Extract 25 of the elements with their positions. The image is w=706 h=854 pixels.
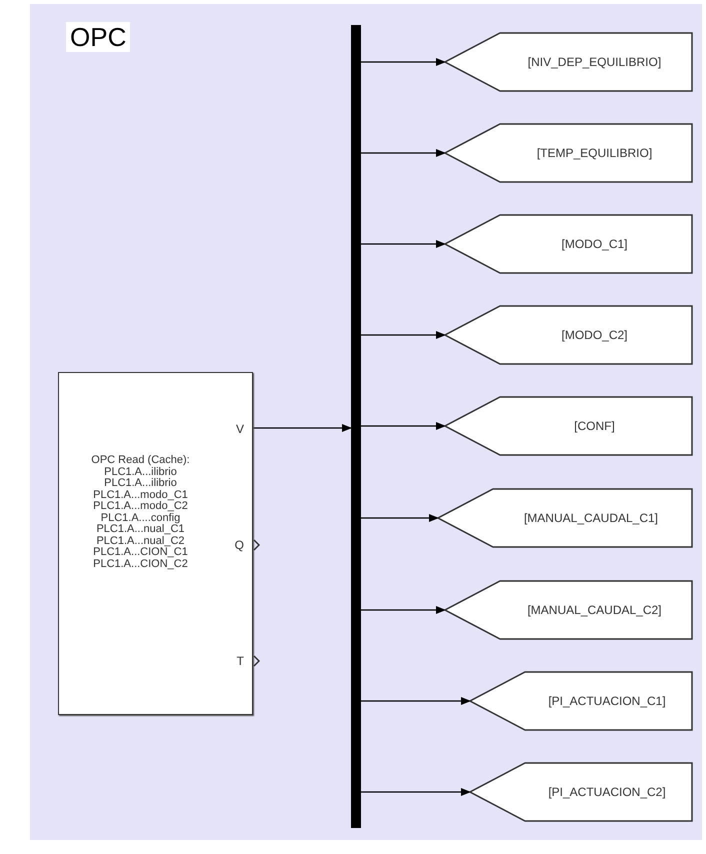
port-label: T [236, 654, 244, 668]
signal-arrow [361, 514, 439, 522]
goto-tag-label: [MANUAL_CAUDAL_C1] [522, 511, 660, 525]
signal-arrow [361, 697, 471, 705]
goto-tag-label: [TEMP_EQUILIBRIO] [536, 146, 654, 160]
diagram-title: OPC [66, 22, 130, 52]
signal-arrow [361, 606, 446, 614]
signal-arrow [361, 149, 446, 157]
goto-tag-label: [MANUAL_CAUDAL_C2] [526, 603, 663, 617]
signal-arrow [253, 424, 352, 432]
port-label: V [236, 422, 244, 436]
goto-tag-label: [NIV_DEP_EQUILIBRIO] [526, 55, 662, 69]
signal-arrow [361, 422, 446, 430]
signal-arrow [361, 788, 471, 796]
signal-arrow [361, 240, 446, 248]
goto-tag-label: [CONF] [573, 419, 616, 433]
port-label: Q [234, 538, 244, 552]
goto-tag-label: [MODO_C2] [560, 328, 628, 342]
goto-tag-label: [PI_ACTUACION_C1] [547, 694, 667, 708]
signal-arrow [361, 331, 446, 339]
goto-tag-label: [PI_ACTUACION_C2] [547, 785, 667, 799]
block-label: OPC Read (Cache): PLC1.A...ilibrio PLC1.A...ilibrio PLC1.A...modo_C1 PLC1.A...modo_C2 PLC1.A....config PLC1.A...nual_C1 PLC1.A...nual_C2 PLC1.A...CION_C1 PLC1.A...CION_C2 [90, 455, 191, 570]
goto-tag-label: [MODO_C1] [560, 237, 628, 251]
signal-arrow [361, 58, 446, 66]
demux-bar [351, 25, 361, 828]
